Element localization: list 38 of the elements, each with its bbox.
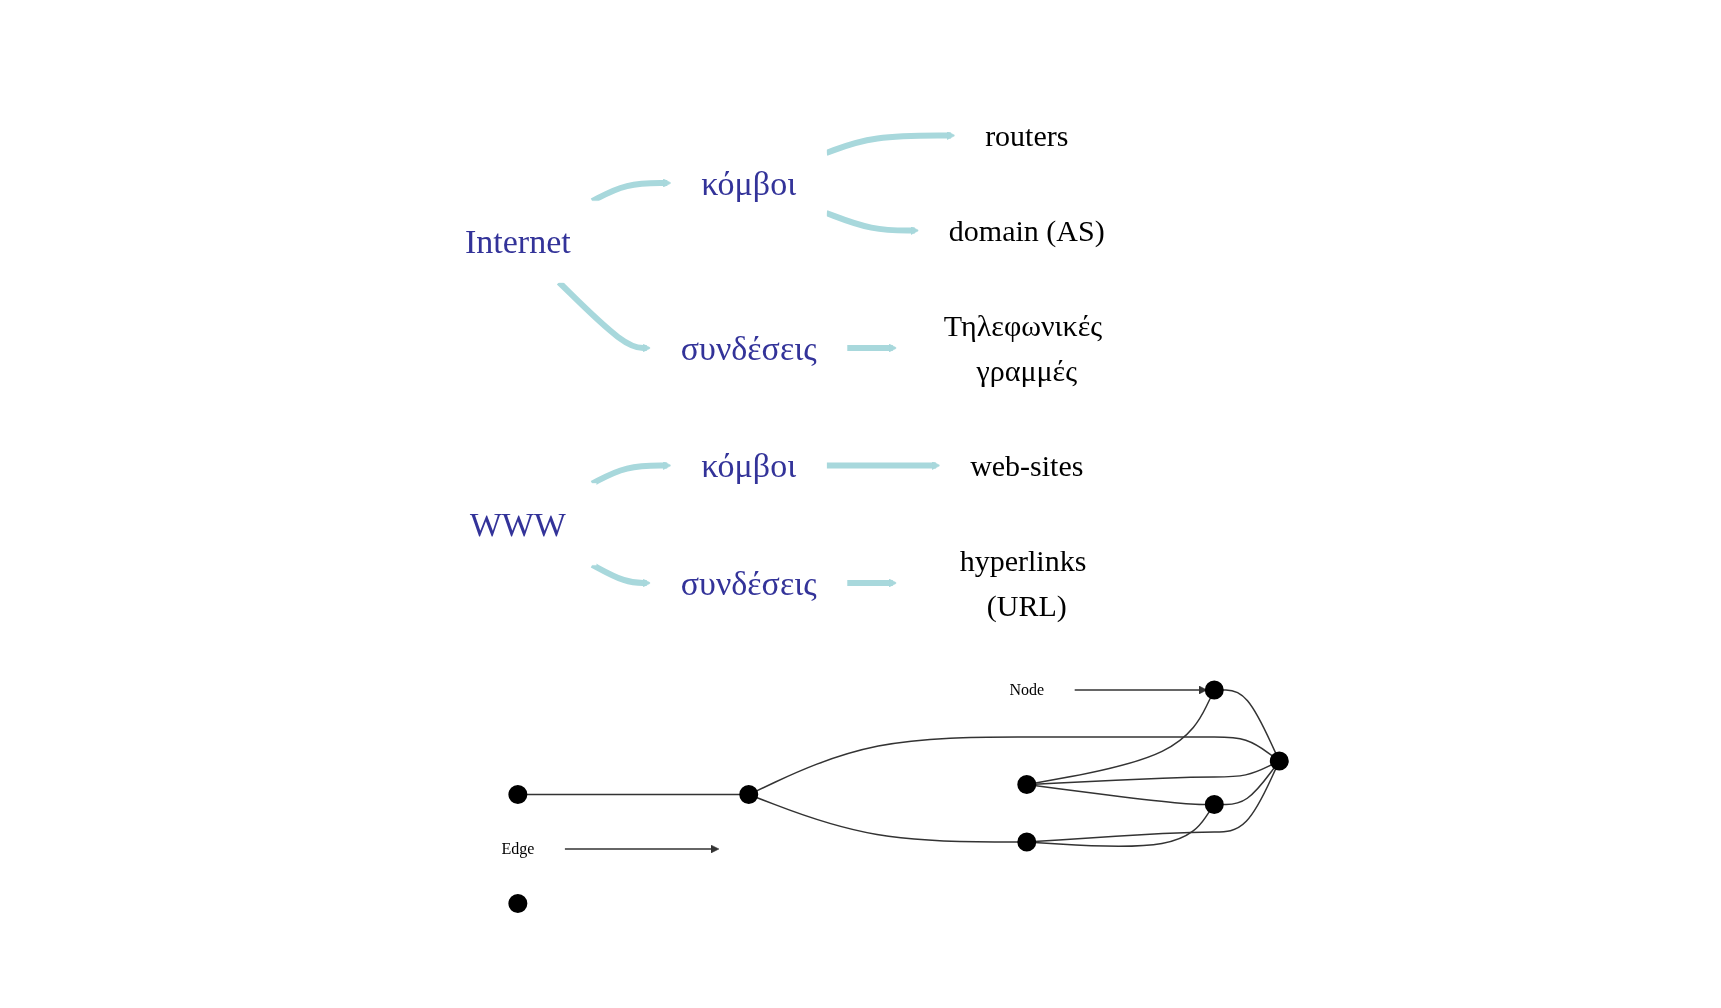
node-text: συνδέσεις [680, 564, 817, 601]
node-text: WWW [469, 505, 566, 543]
node-text: συνδέσεις [680, 329, 817, 366]
node-circle [1204, 680, 1224, 699]
node-text: domain (AS) [948, 213, 1105, 247]
connector [1033, 809, 1211, 847]
arrow [1072, 685, 1207, 694]
arrow [846, 578, 897, 587]
node-text: Τηλεφωνικές γραμμές [943, 308, 1102, 387]
node-circle [1269, 751, 1289, 770]
node-text: Edge [501, 839, 534, 857]
node-circle [738, 784, 758, 804]
node-circle [1204, 794, 1224, 814]
connector [1033, 695, 1212, 784]
connector [754, 735, 1274, 792]
node-circle [507, 784, 527, 804]
node-text: routers [984, 118, 1069, 152]
connector [1033, 763, 1273, 785]
arrow [846, 343, 897, 352]
arrow [824, 209, 919, 235]
node-text: κόμβοι [700, 164, 796, 201]
arrow [590, 460, 672, 486]
node-circle [1016, 832, 1036, 851]
connector [1033, 766, 1277, 842]
node-text: web-sites [969, 448, 1084, 482]
connector [524, 793, 742, 795]
node-circle [507, 893, 527, 913]
node-text: Internet [464, 222, 571, 260]
arrow [824, 130, 956, 156]
arrow [825, 460, 941, 470]
node-text: Node [1009, 680, 1044, 698]
arrow [590, 561, 651, 587]
node-text: κόμβοι [700, 446, 796, 484]
arrow [563, 844, 719, 853]
connector [754, 795, 1020, 843]
connector [1033, 784, 1208, 805]
node-text: hyperlinks (URL) [959, 543, 1086, 622]
node-circle [1016, 774, 1036, 794]
